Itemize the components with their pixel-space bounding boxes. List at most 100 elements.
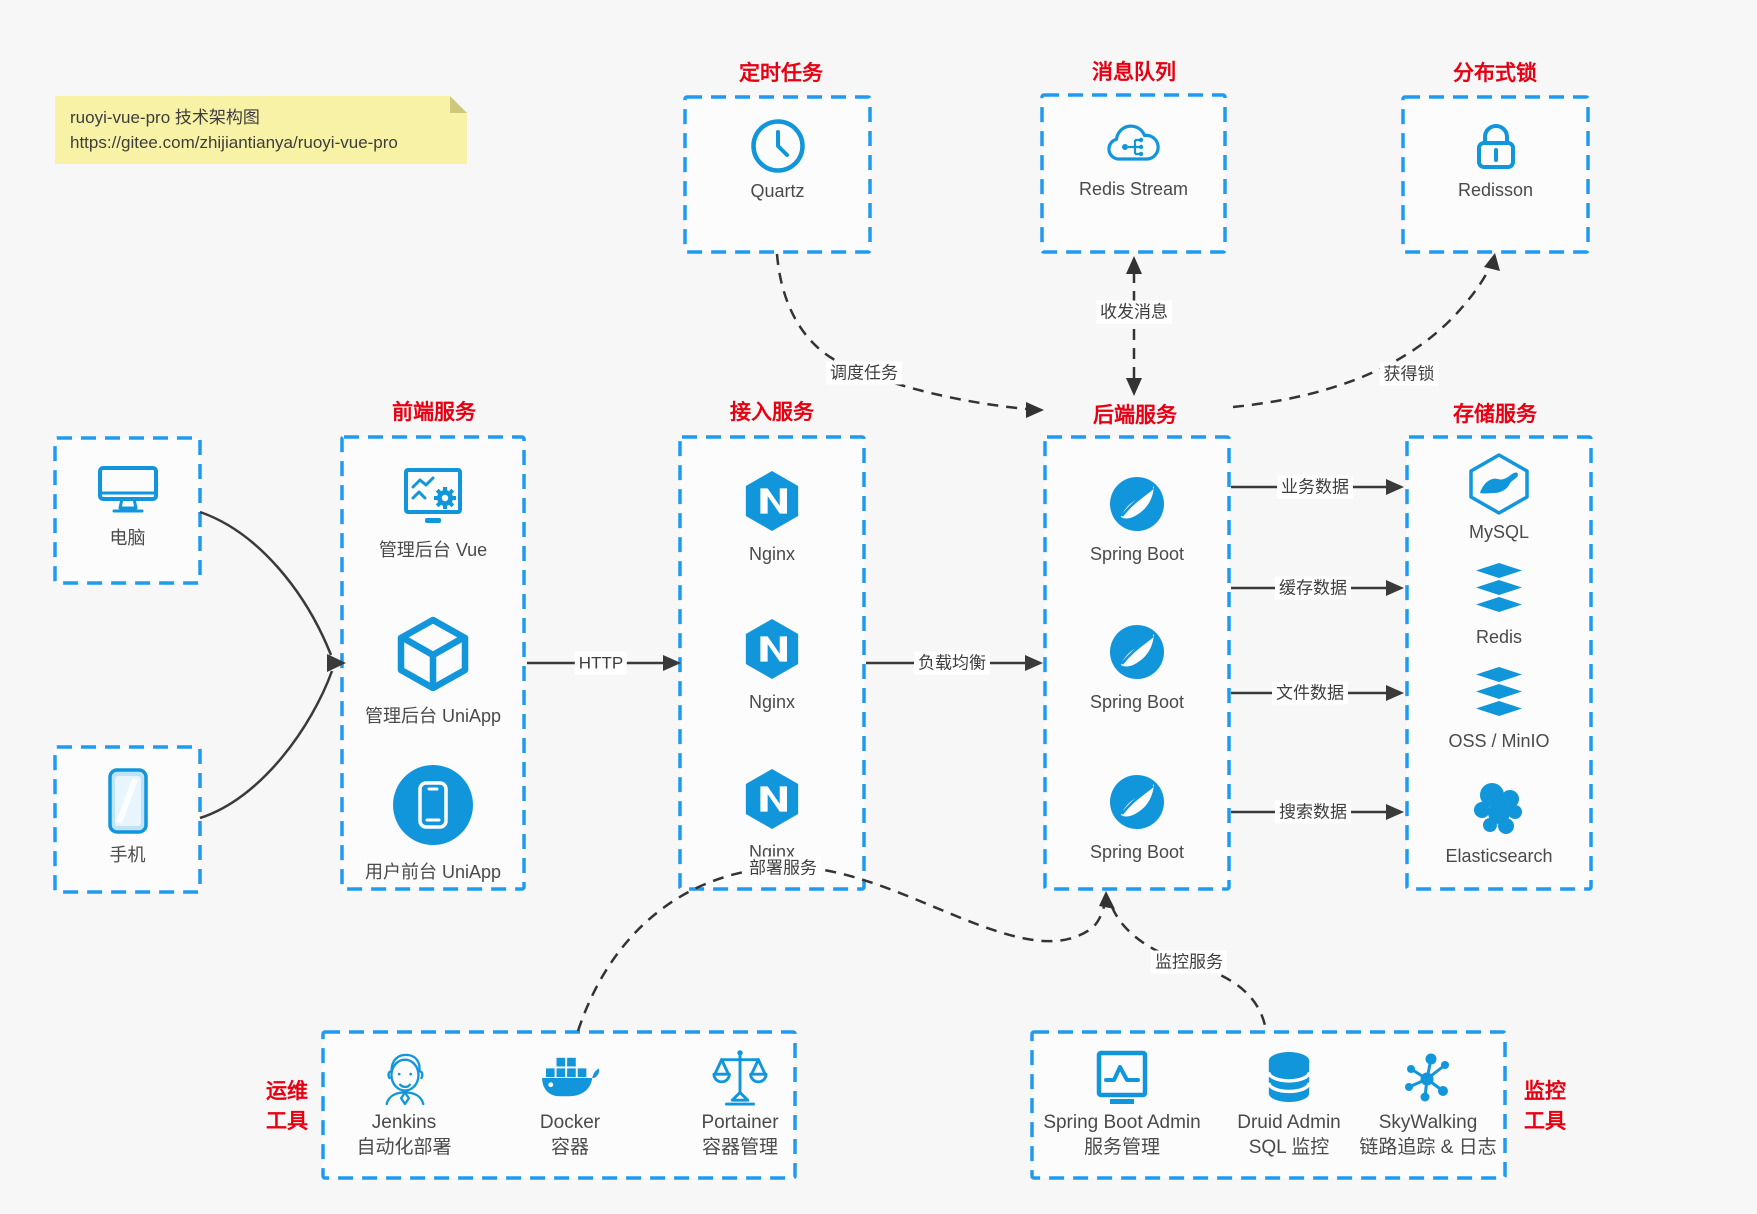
title-scheduler: 定时任务: [739, 62, 823, 85]
mq-item-label: Redis Stream: [1078, 179, 1189, 199]
elasticsearch-icon: [1474, 783, 1522, 834]
backend-box: Spring Boot Spring Boot Spring Boot: [1045, 437, 1229, 889]
monitor-item-sba: Spring Boot Admin 服务管理: [1036, 1046, 1208, 1160]
title-gateway: 接入服务: [730, 401, 814, 424]
tool-desc: SQL 监控: [1248, 1137, 1330, 1158]
edge-label-load-balance: 负载均衡: [914, 651, 990, 675]
item-label: OSS / MinIO: [1448, 731, 1550, 751]
tool-desc: 容器管理: [701, 1137, 778, 1158]
frontend-item-admin-vue: 管理后台 Vue: [342, 467, 524, 562]
tool-name: Spring Boot Admin: [1043, 1112, 1201, 1133]
clock-icon: [750, 119, 805, 173]
frontend-box: 管理后台 Vue 管理后台 UniApp 用户前台 UniApp: [342, 437, 524, 889]
monitor-box: Spring Boot Admin 服务管理 Druid Admin SQL 监…: [1032, 1032, 1505, 1178]
backend-item-spring-1: Spring Boot: [1045, 475, 1229, 565]
item-label: Spring Boot: [1089, 544, 1185, 564]
edge-label-file-data: 文件数据: [1272, 681, 1348, 705]
computer-label: 电脑: [109, 528, 146, 548]
item-label: Spring Boot: [1089, 692, 1185, 712]
spring-boot-icon: [1110, 625, 1164, 679]
edge-label-send-receive-message: 收发消息: [1096, 300, 1172, 324]
title-backend: 后端服务: [1093, 404, 1177, 427]
spring-boot-admin-icon: [1096, 1050, 1148, 1104]
edge-label-cache-data: 缓存数据: [1275, 576, 1351, 600]
monitor-item-skywalking: SkyWalking 链路追踪 & 日志: [1333, 1046, 1523, 1160]
ops-item-portainer: Portainer 容器管理: [665, 1046, 815, 1160]
tool-desc: 链路追踪 & 日志: [1359, 1137, 1497, 1158]
monitor-title-line1: 监控: [1524, 1080, 1566, 1103]
spring-boot-icon: [1110, 775, 1164, 829]
frontend-item-user-uniapp: 用户前台 UniApp: [342, 763, 524, 884]
note-fold-corner: [450, 96, 467, 113]
tool-desc: 服务管理: [1083, 1137, 1160, 1158]
mq-box: Redis Stream: [1042, 95, 1225, 252]
ops-title-line2: 工具: [266, 1110, 308, 1133]
redis-stack-icon: [1476, 563, 1522, 612]
nginx-icon: [745, 470, 799, 532]
item-label: MySQL: [1468, 522, 1529, 542]
sticky-note: ruoyi-vue-pro 技术架构图 https://gitee.com/zh…: [55, 96, 467, 164]
item-label: 用户前台 UniApp: [364, 862, 502, 882]
storage-item-redis: Redis: [1407, 563, 1591, 648]
backend-item-spring-2: Spring Boot: [1045, 623, 1229, 713]
storage-item-mysql: MySQL: [1407, 453, 1591, 543]
lock-box: Redisson: [1403, 97, 1588, 252]
phone-label: 手机: [109, 845, 146, 865]
frontend-item-admin-uniapp: 管理后台 UniApp: [342, 615, 524, 728]
edge-label-monitor-service: 监控服务: [1151, 950, 1227, 974]
phone-box: 手机: [55, 747, 200, 892]
tool-name: SkyWalking: [1378, 1112, 1478, 1133]
scheduler-item-label: Quartz: [750, 181, 805, 201]
title-lock: 分布式锁: [1453, 62, 1537, 85]
item-label: Spring Boot: [1089, 842, 1185, 862]
lock-icon: [1476, 124, 1515, 169]
edge-label-business-data: 业务数据: [1277, 475, 1353, 499]
cloud-stream-icon: [1106, 124, 1160, 161]
title-frontend: 前端服务: [392, 401, 476, 424]
jenkins-icon: [385, 1053, 425, 1106]
edge-label-deploy-service: 部署服务: [745, 856, 821, 880]
title-storage: 存储服务: [1453, 403, 1537, 426]
druid-database-icon: [1267, 1052, 1311, 1103]
storage-box: MySQL Redis OSS / MinIO: [1407, 437, 1591, 889]
edge-label-acquire-lock: 获得锁: [1379, 362, 1439, 386]
tool-desc: 自动化部署: [356, 1137, 452, 1158]
title-monitor-tools: 监控 工具: [1500, 1077, 1590, 1137]
edge-label-http: HTTP: [574, 651, 628, 675]
admin-vue-icon: [404, 468, 462, 523]
nginx-icon: [745, 768, 799, 830]
note-url: https://gitee.com/zhijiantianya/ruoyi-vu…: [70, 133, 398, 152]
item-label: 管理后台 UniApp: [364, 706, 502, 726]
title-ops-tools: 运维 工具: [242, 1077, 332, 1137]
oss-stack-icon: [1476, 667, 1522, 716]
title-mq: 消息队列: [1092, 61, 1176, 84]
item-label: Nginx: [748, 544, 796, 564]
tool-name: Jenkins: [371, 1112, 437, 1133]
tool-name: Druid Admin: [1237, 1112, 1341, 1133]
storage-item-elasticsearch: Elasticsearch: [1407, 779, 1591, 867]
computer-icon: [97, 466, 158, 513]
gateway-item-nginx-3: Nginx: [680, 767, 864, 863]
mysql-icon: [1469, 453, 1529, 515]
phone-icon: [107, 768, 148, 834]
ops-box: Jenkins 自动化部署 Docker 容器: [323, 1032, 795, 1178]
item-label: Redis: [1475, 627, 1523, 647]
nginx-icon: [745, 618, 799, 680]
cube-icon: [397, 616, 469, 691]
edge-label-search-data: 搜索数据: [1275, 800, 1351, 824]
backend-item-spring-3: Spring Boot: [1045, 773, 1229, 863]
note-title: ruoyi-vue-pro 技术架构图: [70, 108, 260, 127]
tool-desc: 容器: [550, 1137, 589, 1158]
docker-icon: [542, 1057, 600, 1097]
scheduler-box: Quartz: [685, 97, 870, 252]
spring-boot-icon: [1110, 477, 1164, 531]
computer-box: 电脑: [55, 438, 200, 583]
tool-name: Docker: [539, 1112, 601, 1133]
tool-name: Portainer: [701, 1112, 779, 1133]
item-label: Nginx: [748, 692, 796, 712]
skywalking-icon: [1405, 1053, 1449, 1102]
ops-item-jenkins: Jenkins 自动化部署: [329, 1046, 479, 1160]
gateway-item-nginx-2: Nginx: [680, 617, 864, 713]
portainer-scales-icon: [712, 1050, 768, 1106]
